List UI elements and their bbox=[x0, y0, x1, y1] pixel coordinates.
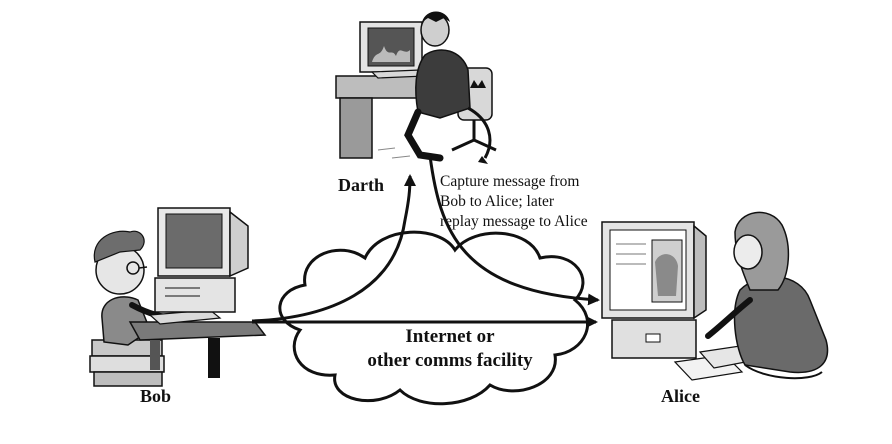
network-cloud bbox=[278, 230, 589, 406]
darth-label: Darth bbox=[338, 175, 384, 195]
caption-line-2: Bob to Alice; later bbox=[440, 193, 555, 210]
alice-illustration bbox=[601, 211, 829, 381]
alice-label: Alice bbox=[661, 386, 700, 406]
cloud-label-line-2: other comms facility bbox=[367, 350, 533, 371]
caption-line-1: Capture message from bbox=[440, 173, 580, 190]
capture-arrow bbox=[251, 174, 416, 323]
caption-line-3: replay message to Alice bbox=[440, 213, 588, 230]
cloud-label: Internet or other comms facility bbox=[330, 325, 570, 373]
replay-arrow bbox=[428, 155, 600, 306]
bob-label: Bob bbox=[140, 386, 172, 406]
cloud-label-line-1: Internet or bbox=[405, 326, 495, 347]
bob-illustration bbox=[89, 207, 267, 387]
attack-caption: Capture message from Bob to Alice; later… bbox=[440, 172, 588, 232]
darth-illustration bbox=[335, 11, 497, 164]
